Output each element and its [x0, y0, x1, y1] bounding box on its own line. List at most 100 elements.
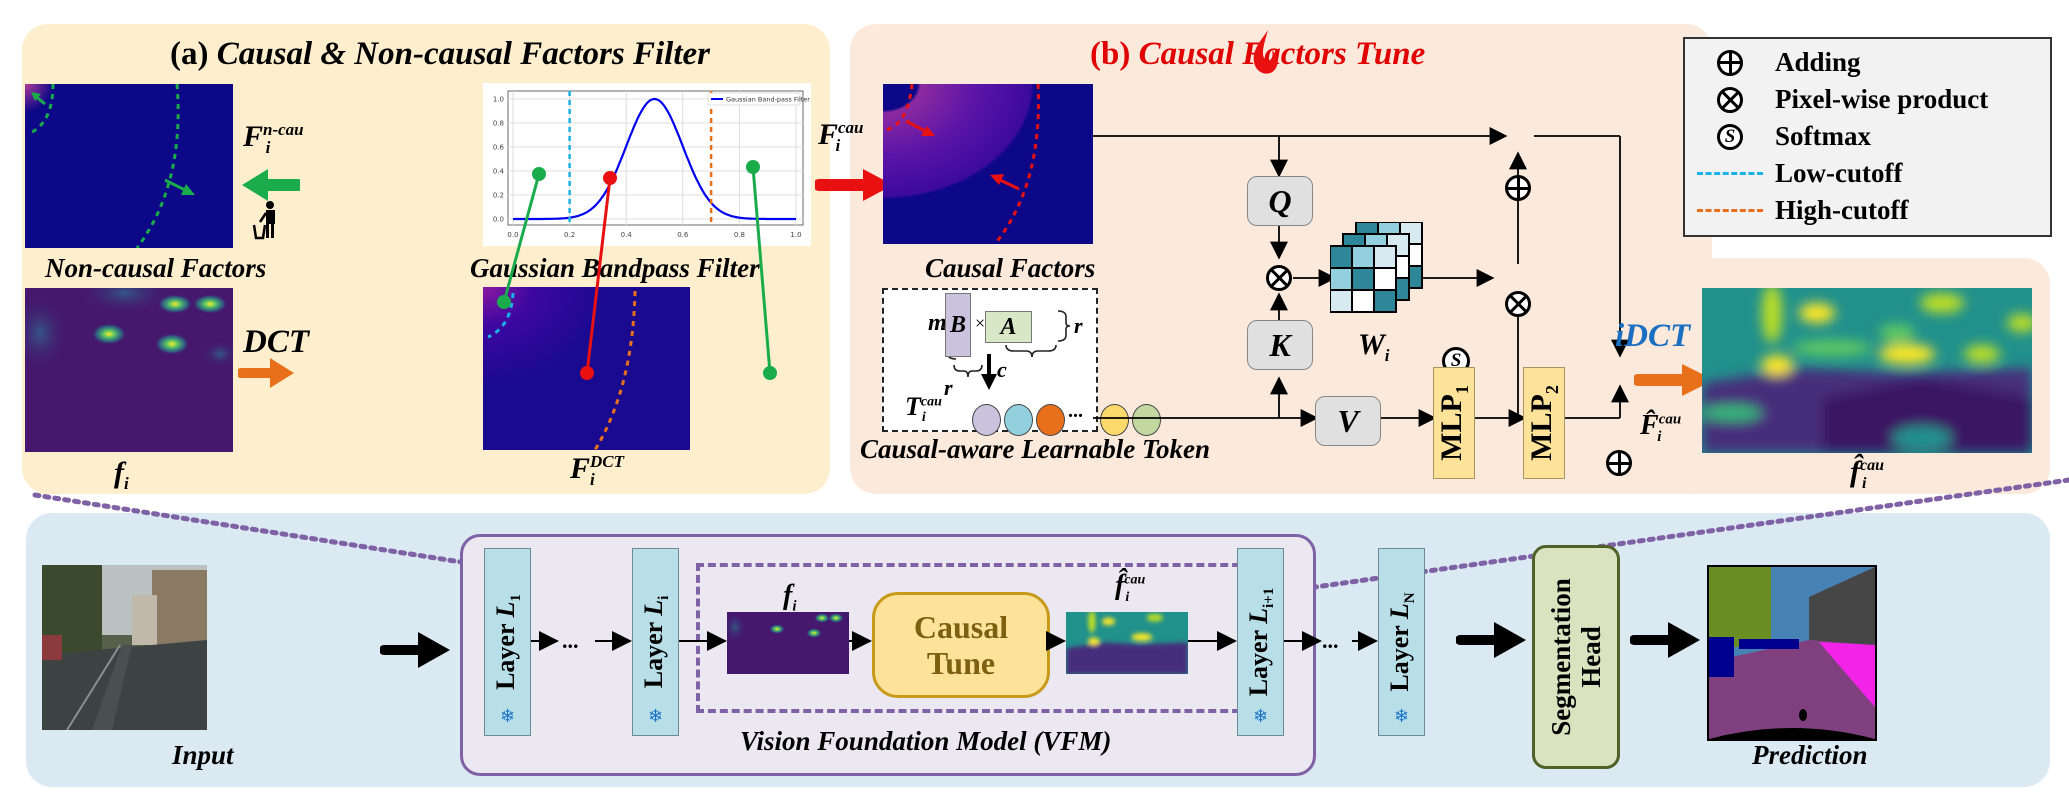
x-tick-label: 0.6 [677, 231, 689, 239]
layer-i-plus-1-box: Layer Li+1 ❄ [1237, 548, 1284, 736]
weight-label-base: W [1358, 328, 1385, 361]
fi-label-base: f [114, 456, 124, 489]
pin-low-top [532, 167, 546, 181]
seg-head-line1: Segmentation [1546, 578, 1576, 736]
f-noncausal-sup: n-cau [263, 120, 304, 139]
weight-label-sub: i [1384, 346, 1390, 365]
learnable-token-3 [1036, 404, 1065, 436]
learnable-token-4 [1100, 404, 1129, 436]
layer-i-box: Layer Li ❄ [632, 548, 679, 736]
lora-r-bottom: r [944, 375, 953, 400]
legend-item-adding: Adding [1685, 47, 1861, 78]
dct-label: DCT [243, 324, 309, 360]
value-box: V [1315, 396, 1381, 446]
gaussian-bandpass-caption: Gaussian Bandpass Filter [470, 253, 760, 283]
lora-r-right: r [1074, 313, 1083, 338]
y-tick-label: 0.8 [493, 120, 504, 128]
attention-weight-matrix-icon [1330, 222, 1423, 313]
panel-b-title-prefix: (b) [1090, 36, 1139, 72]
prediction-segmentation-image [1707, 565, 1877, 741]
frequency-pin-connectors [497, 160, 777, 380]
big-right-arrow-icon-3 [1630, 622, 1700, 658]
token-label-sup: cau [920, 394, 942, 410]
mlp2-box: MLP2 [1523, 367, 1565, 479]
prediction-caption: Prediction [1752, 740, 1868, 770]
pipeline-fi-label: fi [783, 580, 797, 616]
plot-legend-box [707, 92, 801, 106]
orange-right-arrow-idct-icon [1634, 364, 1714, 396]
adding-op-icon-2 [1606, 450, 1632, 476]
pixel-product-op-icon-2 [1505, 291, 1531, 317]
snowflake-frozen-icon: ❄ [1393, 706, 1410, 726]
f-hat-small-label: f̂caui [1850, 455, 1884, 493]
pipeline-fhat-heatmap [1066, 612, 1188, 674]
f-noncausal-sub: i [265, 138, 271, 157]
high-cutoff-line-icon [1697, 209, 1763, 212]
lora-times: × [975, 313, 986, 333]
legend-label-product: Pixel-wise product [1775, 84, 1989, 114]
token-label: Tcaui [905, 392, 942, 426]
legend-item-product: Pixel-wise product [1685, 84, 1988, 115]
learnable-token-2 [1004, 404, 1033, 436]
pin-mid-bottom [580, 366, 594, 380]
pipeline-fhat-sup: cau [1124, 572, 1146, 588]
lora-matrix-b: B [945, 293, 971, 357]
learnable-token-1 [972, 404, 1001, 436]
token-label-sub: i [921, 410, 926, 426]
big-right-arrow-icon [380, 632, 450, 668]
panel-a-title-prefix: (a) [170, 36, 217, 72]
snowflake-frozen-icon: ❄ [647, 706, 664, 726]
input-caption: Input [172, 740, 234, 770]
down-arrow-icon [981, 354, 997, 390]
f-hat-causal-base: F̂ [1640, 410, 1659, 441]
lora-m-label: m [928, 310, 947, 336]
noncausal-factors-caption: Non-causal Factors [45, 253, 267, 283]
seg-head-line2: Head [1576, 626, 1606, 688]
f-causal-label: Fcaui [818, 118, 864, 156]
attention-flow-lines [1093, 127, 1629, 427]
f-hat-small-base: f̂ [1850, 455, 1860, 488]
query-box: Q [1247, 176, 1313, 226]
legend-item-softmax: S Softmax [1685, 121, 1871, 152]
mlp1-box: MLP1 [1433, 367, 1475, 479]
pipeline-fhat-base: f̂ [1115, 570, 1125, 601]
x-tick-label: 0.4 [621, 231, 633, 239]
learnable-token-5 [1132, 404, 1161, 436]
f-causal-sup: cau [838, 118, 864, 137]
trash-discard-icon [252, 201, 275, 240]
y-tick-label: 0.6 [493, 144, 505, 152]
f-noncausal-base: F [243, 120, 264, 153]
weight-label: Wi [1358, 328, 1389, 366]
y-tick-label: 1.0 [493, 96, 504, 104]
pipeline-fi-base: f [783, 580, 793, 611]
f-noncausal-label: Fn-caui [243, 120, 304, 158]
causal-factors-caption: Causal Factors [925, 253, 1096, 283]
low-cutoff-line-icon [1697, 172, 1763, 175]
f-hat-causal-sub: i [1657, 428, 1662, 445]
pipeline-fi-heatmap [727, 612, 849, 674]
pipeline-fi-sub: i [792, 598, 797, 615]
y-tick-label: 0.0 [493, 216, 504, 224]
legend-label-softmax: Softmax [1775, 121, 1871, 151]
f-causal-base: F [818, 118, 839, 151]
flame-icon [1253, 30, 1278, 74]
lora-matrix-a: A [985, 311, 1032, 343]
f-hat-causal-sup: cau [1658, 411, 1682, 428]
gaussian-curve [513, 97, 796, 221]
fi-label: fi [114, 456, 129, 494]
legend-item-low-cutoff: Low-cutoff [1685, 158, 1902, 189]
green-left-arrow-icon [242, 169, 300, 201]
pin-mid-top [603, 171, 617, 185]
legend-box: Adding Pixel-wise product S Softmax Low-… [1683, 37, 2052, 237]
x-tick-label: 0.0 [507, 231, 518, 239]
red-right-arrow-icon [815, 169, 893, 201]
causal-tune-line1: Causal [913, 609, 1009, 645]
pipeline-fhat-label: f̂caui [1115, 570, 1145, 606]
ellipsis-1: ... [562, 628, 579, 653]
token-ellipsis: ... [1068, 400, 1083, 422]
big-right-arrow-icon-2 [1456, 622, 1526, 658]
snowflake-frozen-icon: ❄ [1252, 706, 1269, 726]
ellipsis-2: ... [1322, 628, 1339, 653]
pixel-product-op-icon [1266, 265, 1292, 291]
